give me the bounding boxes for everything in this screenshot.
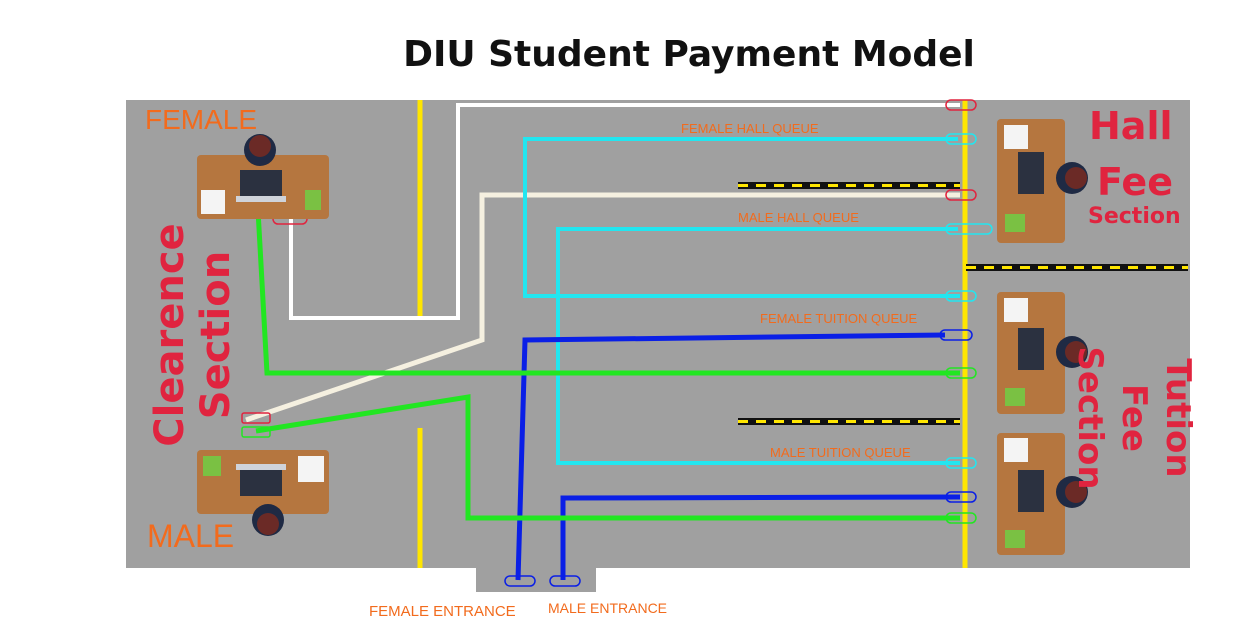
tuition-fee-desk-1 — [997, 292, 1088, 414]
male-entrance-label: MALE ENTRANCE — [548, 600, 668, 616]
hall-fee-label-line1: Hall — [1089, 104, 1173, 148]
female-hall-queue-label: FEMALE HALL QUEUE — [681, 121, 819, 136]
female-tuition-queue-path — [515, 332, 946, 581]
male-tuition-queue-label: MALE TUITION QUEUE — [770, 445, 911, 460]
female-tuition-queue-label: FEMALE TUITION QUEUE — [760, 311, 918, 326]
male-desk-label: MALE — [147, 518, 235, 554]
hall-fee-label-line2: Fee — [1097, 160, 1173, 204]
male-hall-queue-path — [556, 227, 960, 465]
female-hall-queue-path — [523, 137, 960, 298]
hall-fee-label-line3: Section — [1088, 204, 1181, 229]
hazard-barrier-2 — [966, 264, 1188, 271]
male-hall-queue-label: MALE HALL QUEUE — [738, 210, 859, 225]
female-desk-label: FEMALE — [145, 104, 258, 135]
female-entrance-label: FEMALE ENTRANCE — [369, 603, 516, 620]
hazard-barrier-3 — [738, 418, 960, 425]
male-tuition-queue-path — [560, 494, 961, 580]
male-clearance-desk — [197, 450, 329, 536]
female-clearance-path — [255, 209, 960, 376]
entrance-area — [476, 566, 596, 592]
hall-fee-desk — [997, 119, 1088, 243]
clearance-section-label: Clearence Section — [147, 223, 239, 447]
female-hall-path — [289, 103, 960, 320]
male-hall-path — [245, 192, 960, 423]
hazard-barrier-1 — [738, 182, 960, 189]
tuition-fee-desk-2 — [997, 433, 1088, 555]
female-clearance-desk — [197, 134, 329, 219]
male-clearance-path — [255, 394, 960, 521]
tuition-fee-section-label: Tution Fee Section — [1070, 346, 1198, 490]
page-title: DIU Student Payment Model — [403, 34, 975, 75]
